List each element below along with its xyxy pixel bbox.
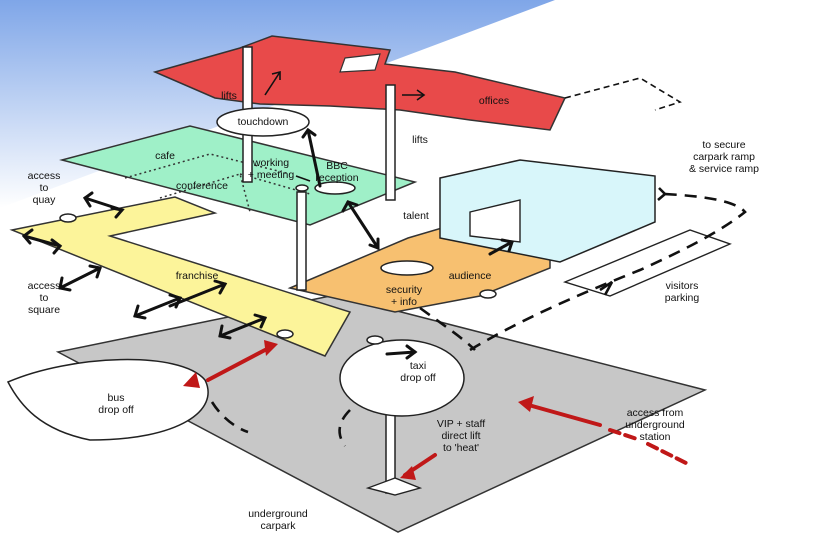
bus-drop-off-area bbox=[6, 358, 209, 441]
label-cafe: cafe bbox=[155, 150, 175, 162]
label-talent: talent bbox=[403, 210, 429, 222]
label-touchdown: touchdown bbox=[237, 116, 289, 128]
franchise-level-plane bbox=[9, 196, 352, 357]
media-floor-plane bbox=[59, 125, 418, 226]
label-access-underground: access from underground station bbox=[625, 407, 685, 443]
black-circulation-arrows bbox=[21, 127, 514, 360]
vip-lift-base bbox=[365, 477, 423, 496]
red-arrowheads bbox=[183, 340, 534, 480]
label-underground-carpark: underground carpark bbox=[248, 508, 308, 532]
label-visitors-parking: visitors parking bbox=[664, 280, 700, 304]
label-conference: conference bbox=[176, 180, 228, 192]
red-access-arrows bbox=[206, 348, 692, 477]
label-offices: offices bbox=[478, 95, 510, 107]
offices-dashed-extension bbox=[564, 77, 682, 111]
label-access-to-quay: access to quay bbox=[27, 170, 61, 206]
label-franchise: franchise bbox=[175, 270, 219, 282]
label-lifts-right: lifts bbox=[412, 134, 428, 146]
label-access-to-square: access to square bbox=[27, 280, 61, 316]
label-to-secure: to secure carpark ramp & service ramp bbox=[688, 139, 760, 175]
label-taxi-drop-off: taxi drop off bbox=[400, 360, 436, 384]
label-vip-staff-lift: VIP + staff direct lift to 'heat' bbox=[436, 418, 486, 454]
label-bus-drop-off: bus drop off bbox=[98, 392, 134, 416]
ellipse-markers bbox=[59, 107, 497, 417]
small-pointer-arrows bbox=[264, 70, 426, 182]
offices-plane bbox=[152, 35, 567, 131]
offices-notch bbox=[339, 53, 381, 73]
label-working-meeting: working + meeting bbox=[247, 157, 295, 181]
label-audience: audience bbox=[448, 270, 492, 282]
dashed-circulation-lines bbox=[210, 192, 747, 447]
building-door bbox=[469, 199, 521, 243]
label-lifts-left: lifts bbox=[221, 90, 237, 102]
label-security-info: security + info bbox=[385, 284, 423, 308]
label-bbc-reception: BBC reception bbox=[315, 160, 359, 184]
dashed-arrowheads bbox=[599, 187, 667, 296]
